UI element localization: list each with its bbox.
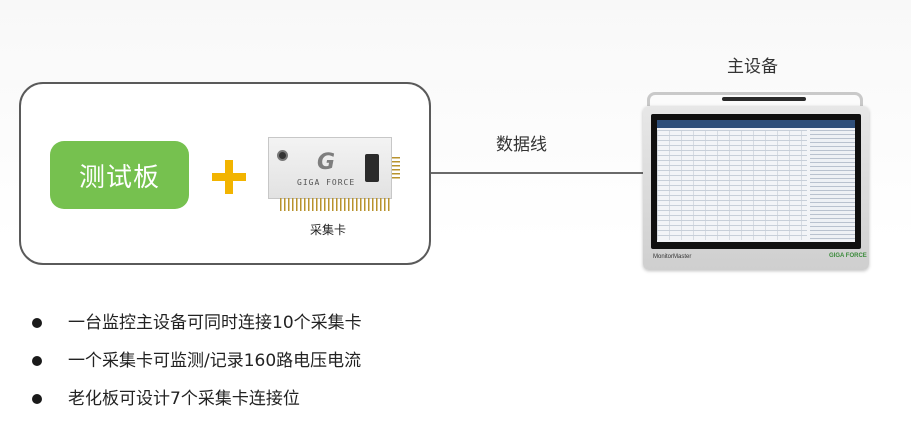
collector-card-image: G GIGA FORCE [268,137,400,211]
device-screen [651,114,861,249]
card-connector-icon [365,154,379,182]
data-cable-label: 数据线 [496,135,547,155]
bullet-dot-icon [32,356,42,366]
main-device-image: MonitorMaster GIGA FORCE [643,92,869,270]
screen-side-panel [810,130,855,240]
main-device-title: 主设备 [727,57,778,77]
feature-text: 一台监控主设备可同时连接10个采集卡 [68,313,362,333]
device-brand-right: GIGA FORCE [829,253,867,259]
feature-item: 一个采集卡可监测/记录160路电压电流 [32,348,362,386]
device-handle-grip [722,97,806,101]
card-brand-text: GIGA FORCE [297,178,356,187]
device-brand-left: MonitorMaster [653,254,692,260]
test-board-block: 测试板 [50,141,189,209]
card-side-pins-icon [392,157,400,179]
feature-list: 一台监控主设备可同时连接10个采集卡 一个采集卡可监测/记录160路电压电流 老… [32,310,362,424]
device-frame: MonitorMaster GIGA FORCE [643,106,869,270]
card-pins-icon [280,198,390,211]
screen-data-table [657,130,807,240]
bullet-dot-icon [32,318,42,328]
collector-card-board: G GIGA FORCE [268,137,392,199]
device-handle [647,92,863,106]
feature-text: 老化板可设计7个采集卡连接位 [68,389,300,409]
bullet-dot-icon [32,394,42,404]
test-board-label: 测试板 [78,162,160,193]
feature-item: 老化板可设计7个采集卡连接位 [32,386,362,424]
collector-card-caption: 采集卡 [310,223,347,237]
device-screen-content [657,120,855,242]
feature-text: 一个采集卡可监测/记录160路电压电流 [68,351,362,371]
screen-header-bar [657,120,855,128]
plus-icon [212,160,246,194]
card-button-icon [277,150,288,161]
data-cable-line [431,172,643,174]
feature-item: 一台监控主设备可同时连接10个采集卡 [32,310,362,348]
card-logo-icon: G [317,150,336,175]
